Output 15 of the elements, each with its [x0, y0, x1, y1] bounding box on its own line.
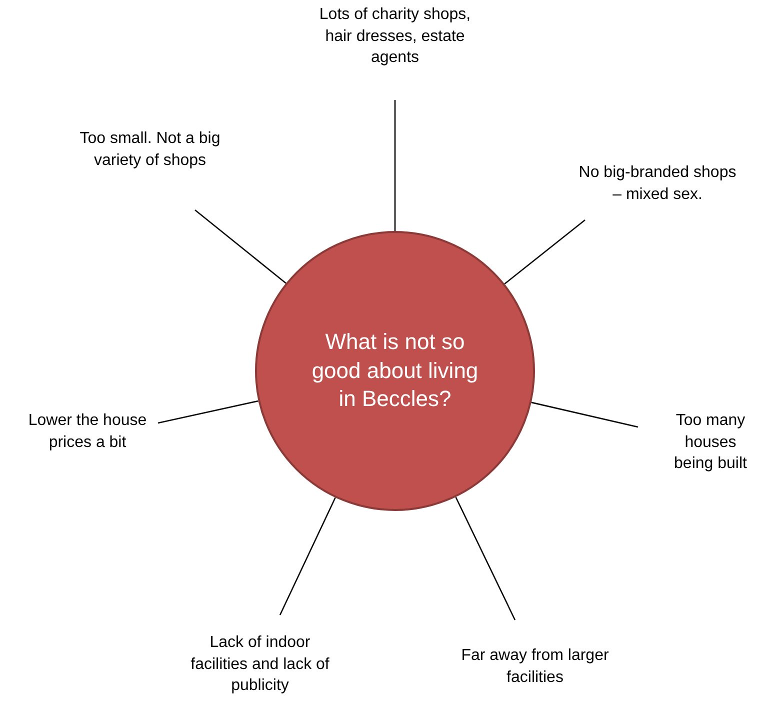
answer-text: Lack of indoor facilities and lack of publicity	[190, 633, 330, 696]
answer-text: Too many houses being built	[673, 411, 748, 474]
answer-text: Far away from larger facilities	[460, 646, 610, 688]
connector-line	[455, 496, 516, 620]
central-question: What is not so good about living in Beccles?	[310, 328, 480, 414]
connector-line	[279, 497, 336, 616]
answer-text: Lots of charity shops, hair dresses, estate agents	[318, 5, 472, 68]
answer-text: No big-branded shops – mixed sex.	[578, 163, 738, 205]
connector-line	[504, 220, 586, 284]
connector-line	[394, 100, 396, 231]
connector-line	[194, 210, 286, 284]
connector-line	[158, 400, 258, 424]
connector-line	[531, 402, 638, 428]
answer-text: Too small. Not a big variety of shops	[78, 129, 222, 171]
answer-text: Lower the house prices a bit	[27, 411, 148, 453]
